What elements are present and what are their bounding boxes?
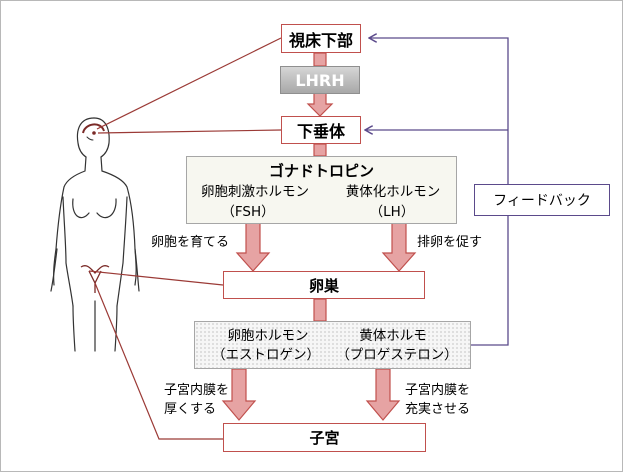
pituitary-label: 下垂体 (296, 122, 345, 141)
uterus-small-icon (80, 265, 110, 293)
arrow-estrogen-uterus (221, 368, 257, 421)
hypothalamus-label: 視床下部 (288, 30, 353, 50)
gonadotropin-title: ゴナドトロピン (268, 162, 374, 180)
estrogen-abbr: （エストロゲン） (212, 347, 320, 363)
arrow-lhrh-pituitary (306, 92, 334, 117)
arrow-fsh-ovary (235, 222, 271, 272)
lh-name: 黄体化ホルモン (345, 184, 441, 200)
label-promote-ovulation: 排卵を促す (417, 235, 483, 250)
connector-body-uterus (94, 282, 223, 440)
label-enrich-line1: 子宮内膜を (405, 383, 471, 398)
arrow-lh-ovary (381, 222, 417, 272)
fsh-name: 卵胞刺激ホルモン (201, 184, 309, 200)
hypothalamus-box: 視床下部 (281, 24, 361, 53)
bar-pituitary-gonadotropin (313, 143, 327, 157)
brain-outline (82, 123, 105, 134)
bar-ovary-hormones (313, 298, 327, 322)
pituitary-box: 下垂体 (281, 116, 361, 144)
feedback-box: フィードバック (474, 184, 610, 216)
label-thicken-line1: 子宮内膜を (164, 383, 230, 398)
label-enrich-line2: 充実させる (405, 402, 471, 417)
lhrh-box: LHRH (280, 66, 360, 94)
estrogen-name: 卵胞ホルモン (227, 328, 309, 344)
uterus-box: 子宮 (223, 423, 426, 452)
lh-abbr: （LH） (369, 204, 415, 220)
gonadotropin-box: ゴナドトロピン 卵胞刺激ホルモン （FSH） 黄体化ホルモン （LH） (186, 156, 457, 224)
ovary-label: 卵巣 (308, 276, 339, 295)
ovarian-hormones-box: 卵胞ホルモン （エストロゲン） 黄体ホルモ （プロゲステロン） (194, 321, 471, 369)
ovary-box: 卵巣 (223, 271, 425, 299)
label-grow-follicle: 卵胞を育てる (151, 235, 230, 250)
label-thicken-line2: 厚くする (164, 402, 217, 417)
progesterone-name: 黄体ホルモ (359, 328, 427, 344)
feedback-label: フィードバック (493, 193, 591, 209)
connector-body-ovary (88, 270, 224, 286)
female-body-illustration (50, 117, 140, 352)
uterus-label: 子宮 (309, 429, 340, 447)
connector-brain-pituitary (97, 129, 282, 134)
pituitary-dot (92, 131, 96, 135)
lhrh-label: LHRH (295, 70, 345, 90)
bar-hypothalamus-lhrh (313, 52, 327, 67)
arrow-progesterone-uterus (365, 368, 401, 421)
fsh-abbr: （FSH） (221, 204, 275, 220)
connector-brain-hypothalamus (96, 37, 282, 130)
progesterone-abbr: （プロゲステロン） (336, 347, 458, 363)
